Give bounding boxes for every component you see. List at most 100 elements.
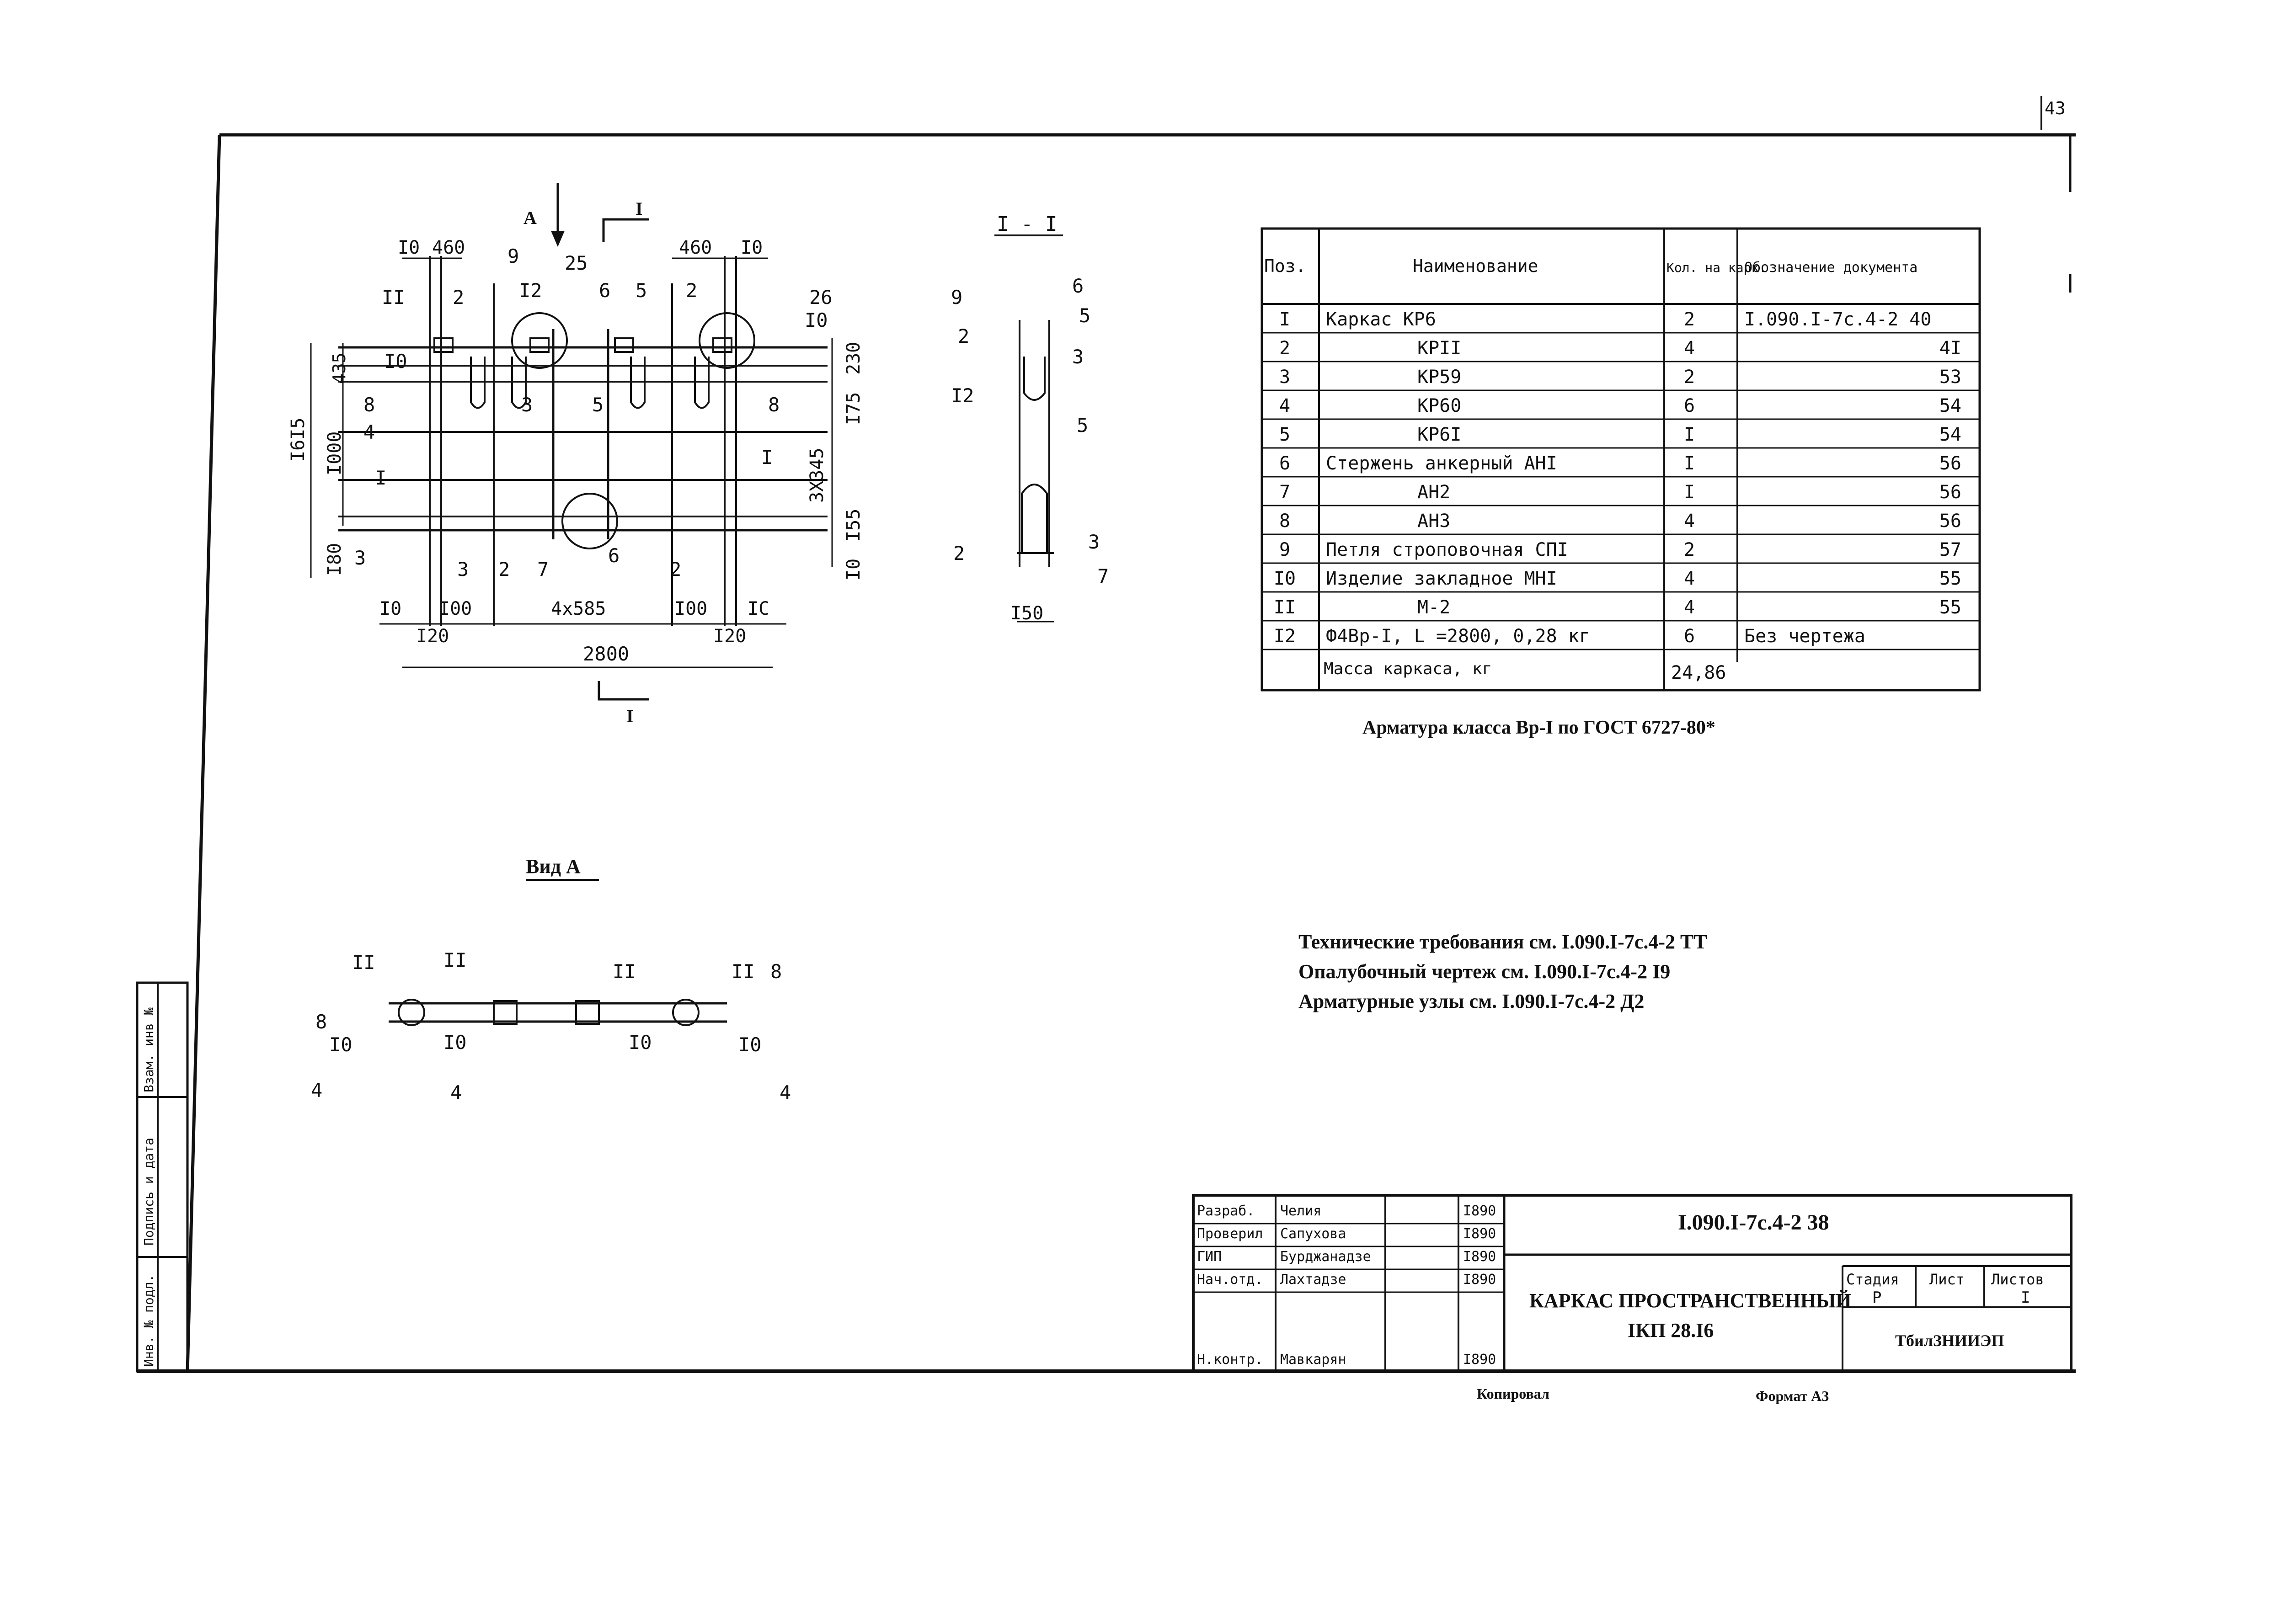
view-a-label: 8 [770, 960, 782, 983]
table-cell: I0 [1274, 568, 1296, 589]
pos-label: 9 [507, 245, 519, 267]
table-cell: 2 [1684, 309, 1695, 330]
dim-right-3x345: 3X345 [807, 448, 828, 503]
view-a-label: II [443, 949, 467, 971]
dim-top-right-460: 460 [679, 237, 712, 258]
pos-label: II [382, 286, 405, 309]
section-label: 7 [1097, 565, 1109, 587]
table-cell: 7 [1279, 482, 1290, 503]
view-a-label: 4 [780, 1081, 791, 1104]
table-cell: 6 [1684, 626, 1695, 647]
signature-name: Мавкарян [1280, 1352, 1346, 1368]
pos-label: 26 [809, 286, 833, 309]
table-cell: 56 [1939, 453, 1961, 474]
dim-bottom-4x585: 4x585 [551, 598, 606, 619]
view-a-label: I0 [443, 1031, 467, 1054]
pos-label: 2 [686, 279, 697, 302]
section-title: I - I [997, 213, 1057, 236]
table-cell: КРII [1417, 338, 1461, 359]
table-cell: Ф4Вр-I, L =2800, 0,28 кг [1326, 626, 1590, 647]
table-cell: 57 [1939, 539, 1961, 560]
dim-bottom-10-left: I0 [379, 598, 401, 619]
table-cell: АН2 [1417, 482, 1450, 503]
section-label: 5 [1079, 304, 1090, 327]
pos-label: 2 [453, 286, 464, 309]
table-cell: 2 [1279, 338, 1290, 359]
sheet-number: 43 [2045, 98, 2066, 118]
table-cell: 56 [1939, 482, 1961, 503]
table-cell: I [1684, 424, 1695, 445]
strip-label-replace: Взам. инв № [141, 1007, 156, 1092]
table-cell: I [1684, 482, 1695, 503]
table-cell: II [1274, 597, 1296, 618]
view-a-label: I0 [629, 1031, 652, 1054]
pos-label: 3 [457, 558, 469, 580]
view-a-label: 4 [450, 1081, 462, 1104]
pos-label: 2 [498, 558, 510, 580]
left-binding-strip: Инв. № подл. Подпись и дата Взам. инв № [136, 981, 189, 1373]
drawing-title-line2: ІКП 28.І6 [1628, 1319, 1714, 1342]
section-label: 3 [1088, 531, 1100, 553]
pos-label: I [375, 467, 386, 489]
section-label: 5 [1077, 414, 1088, 437]
section-view: I - I 9 6 2 5 3 I2 5 2 3 7 I50 [951, 213, 1109, 624]
dim-right-175: I75 [843, 392, 864, 425]
table-cell: 8 [1279, 511, 1290, 532]
pos-label: 8 [363, 394, 375, 416]
table-cell: 4 [1684, 511, 1695, 532]
footer-format: Формат А3 [1756, 1388, 1829, 1404]
dim-right-230: 230 [843, 342, 864, 375]
dim-top-left-460: 460 [432, 237, 465, 258]
table-cell: I.090.I-7с.4-2 40 [1744, 309, 1931, 330]
note-line: Опалубочный чертеж см. I.090.I-7с.4-2 I9 [1298, 960, 1670, 983]
table-cell: 9 [1279, 539, 1290, 560]
view-a-label: II [613, 960, 636, 983]
view-a-label: 8 [315, 1011, 327, 1033]
view-a: Вид А II II II II 8 8 I0 I0 I0 I0 4 4 4 [311, 855, 791, 1104]
dim-bottom-100-right: I00 [674, 598, 707, 619]
pos-label: 8 [768, 394, 780, 416]
pos-label: I0 [805, 309, 828, 331]
dim-bottom-120-left: I20 [416, 626, 449, 647]
dim-left-1615: I6I5 [288, 418, 309, 462]
table-cell: КР6I [1417, 424, 1461, 445]
table-cell: Петля строповочная СПI [1326, 539, 1568, 560]
pos-label: 3 [521, 394, 533, 416]
strip-label-sign: Подпись и дата [141, 1138, 156, 1246]
dim-bottom-10-right: IC [748, 598, 769, 619]
pos-label: I0 [384, 350, 407, 373]
pos-label: I [761, 446, 773, 469]
stage-value: Р [1872, 1289, 1881, 1307]
table-header-pos: Поз. [1264, 256, 1306, 276]
signature-date: I890 [1463, 1226, 1496, 1242]
pos-label: 6 [608, 544, 620, 567]
section-label: 2 [958, 325, 969, 347]
table-cell: АН3 [1417, 511, 1450, 532]
table-cell: Каркас КР6 [1326, 309, 1436, 330]
section-label: 3 [1072, 346, 1084, 368]
signature-date: I890 [1463, 1272, 1496, 1288]
pos-label: I2 [519, 279, 542, 302]
dim-right-10: I0 [843, 559, 864, 580]
dim-left-180: I80 [324, 543, 345, 576]
section-label: I2 [951, 384, 974, 407]
signature-name: Бурджанадзе [1280, 1249, 1371, 1265]
dim-bottom-2800: 2800 [583, 643, 629, 665]
table-cell: 4I [1939, 338, 1961, 359]
stage-header: Стадия [1846, 1271, 1899, 1288]
view-a-label: I0 [329, 1033, 353, 1056]
signature-date: I890 [1463, 1203, 1496, 1219]
table-cell: 4 [1684, 338, 1695, 359]
drawing-title-line1: КАРКАС ПРОСТРАНСТВЕННЫЙ [1529, 1289, 1852, 1312]
rebar-note: Арматура класса Вр-I по ГОСТ 6727-80* [1362, 717, 1715, 738]
doc-code: I.090.I-7с.4-2 38 [1678, 1210, 1829, 1235]
table-header-doc: Обозначение документа [1744, 260, 1917, 276]
pos-label: 2 [670, 558, 681, 580]
sheets-value: I [2021, 1289, 2030, 1307]
dim-right-155: I55 [843, 509, 864, 542]
table-cell: 56 [1939, 511, 1961, 532]
table-cell: 4 [1279, 395, 1290, 416]
section-dim-150: I50 [1010, 603, 1043, 624]
footer-copied: Копировал [1477, 1385, 1549, 1402]
